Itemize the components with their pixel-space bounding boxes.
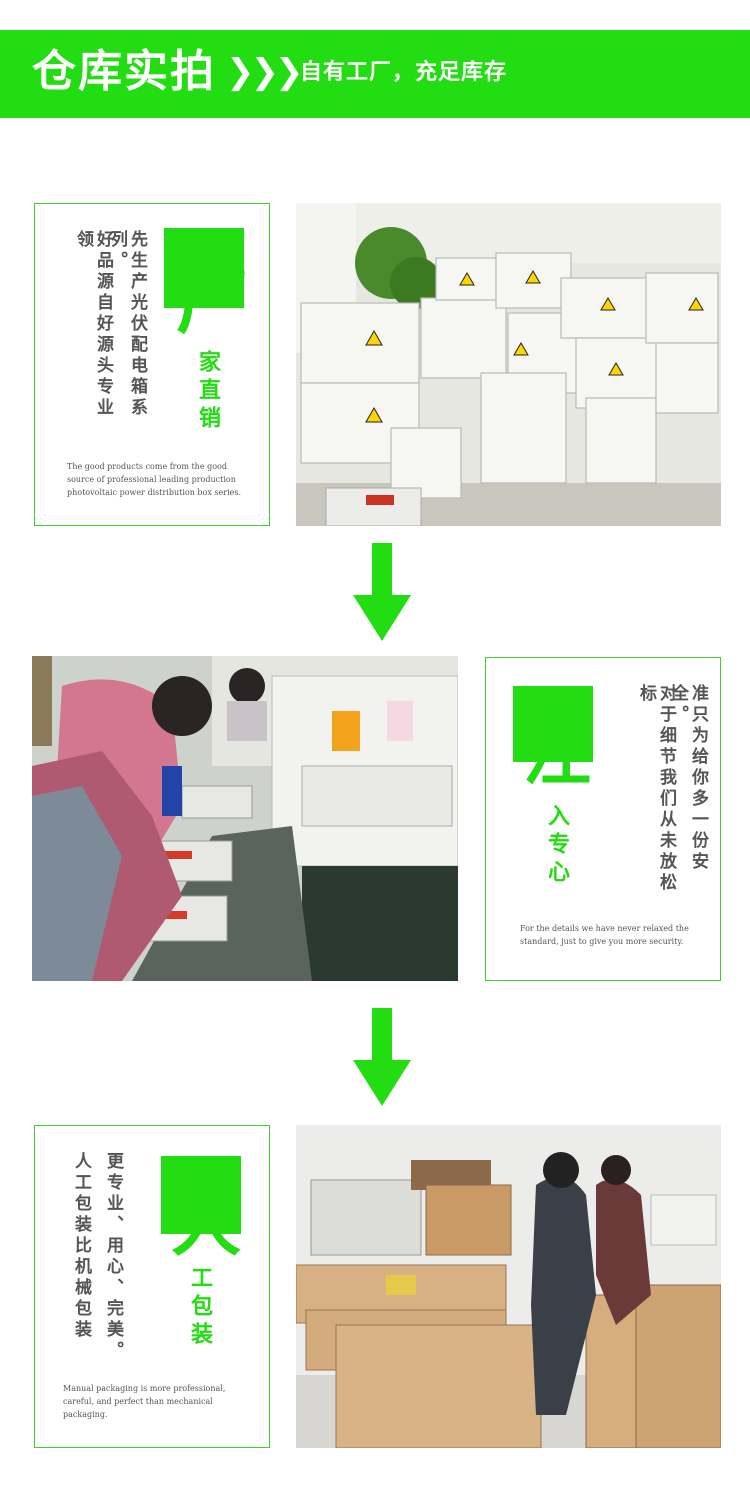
english-description: The good products come from the good sou… <box>67 462 242 497</box>
assembly-line-photo <box>32 656 458 981</box>
factory-direct-card: 好品源自好源头专业领 先生产光伏配电箱系列。 厂 家直销 The good pr… <box>34 203 270 526</box>
card-text-left-column: 好品源自好源头专业领 <box>73 230 113 419</box>
big-char-box: 注 <box>513 686 593 790</box>
english-description: For the details we have never relaxed th… <box>520 924 689 946</box>
big-char: 厂 <box>176 260 249 344</box>
arrow-down-icon <box>353 1008 411 1106</box>
header-title: 仓库实拍 <box>32 46 216 97</box>
card-text-right-column: 准只为给你多一份安全。 <box>668 684 708 873</box>
big-char: 注 <box>523 716 592 795</box>
card-text-left-column: 人工包装比机械包装 <box>71 1152 91 1341</box>
card-text-right-column: 先生产光伏配电箱系列。 <box>107 230 147 419</box>
big-char-box: 人 <box>161 1156 241 1260</box>
card-text-right-column: 更专业、用心、完美。 <box>103 1152 123 1362</box>
attention-to-detail-card: 注 入专心 对于细节我们从未放松标 准只为给你多一份安全。 For the de… <box>485 657 721 981</box>
english-description: Manual packaging is more professional, c… <box>63 1384 226 1419</box>
card-text-left-column: 对于细节我们从未放松标 <box>636 684 676 894</box>
chevrons-icon: ❯❯❯ <box>226 52 303 92</box>
packaging-photo <box>296 1125 721 1448</box>
arrow-down-icon <box>353 543 411 641</box>
big-char: 人 <box>171 1184 241 1266</box>
green-vertical-text: 工包装 <box>187 1266 212 1350</box>
manual-packaging-card: 人工包装比机械包装 更专业、用心、完美。 人 工包装 Manual packag… <box>34 1125 270 1448</box>
header-subtitle: 自有工厂，充足库存 <box>300 60 508 85</box>
warehouse-photo <box>296 203 721 526</box>
green-vertical-text: 家直销 <box>195 350 220 434</box>
header-banner: 仓库实拍 ❯❯❯ 自有工厂，充足库存 <box>0 30 750 118</box>
green-vertical-text: 入专心 <box>544 804 569 888</box>
big-char-box: 厂 <box>164 228 248 338</box>
